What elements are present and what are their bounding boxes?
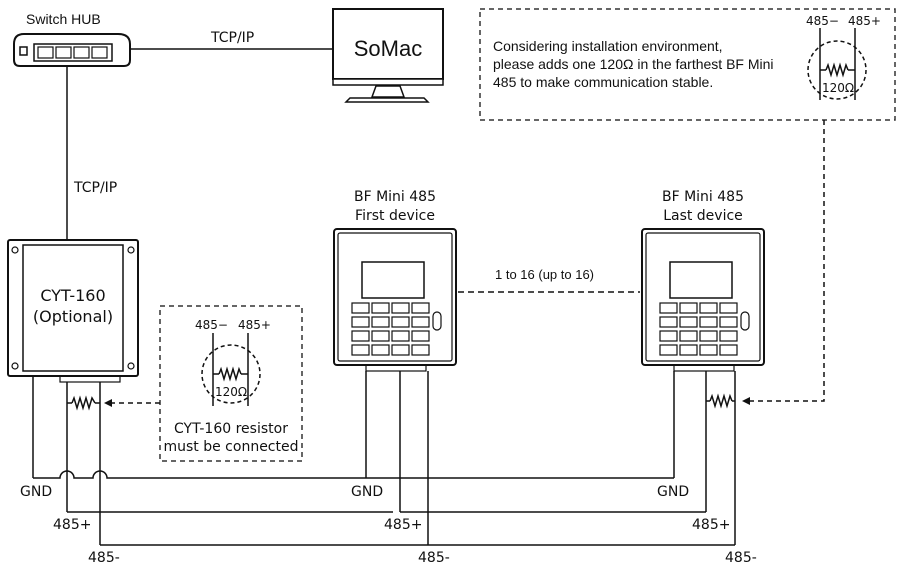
p485-label-left: 485+ bbox=[53, 517, 92, 533]
tcp-label-top: TCP/IP bbox=[211, 30, 255, 46]
cyt160-box bbox=[7, 239, 139, 383]
note-top-ohm: 120Ω bbox=[822, 81, 855, 95]
note-mid-ohm: 120Ω bbox=[215, 385, 248, 399]
note-top-text: Considering installation environment, pl… bbox=[493, 37, 808, 91]
device-last-label-line2: Last device bbox=[663, 208, 743, 224]
note-mid-line2: must be connected bbox=[163, 439, 299, 455]
note-top-line1: Considering installation environment, bbox=[493, 38, 723, 54]
arrow-right-resistor bbox=[742, 397, 750, 405]
m485-label-left: 485- bbox=[88, 550, 120, 566]
leader-top-note bbox=[748, 120, 825, 402]
note-mid-box bbox=[159, 305, 303, 462]
p485-label-right: 485+ bbox=[692, 517, 731, 533]
gnd-label-mid: GND bbox=[351, 484, 384, 500]
monitor-icon bbox=[332, 8, 444, 103]
bus-wiring bbox=[32, 371, 736, 546]
note-top-box bbox=[479, 8, 896, 121]
gnd-label-right: GND bbox=[657, 484, 690, 500]
device-first-label-line1: BF Mini 485 bbox=[353, 189, 436, 205]
device-last-label-line1: BF Mini 485 bbox=[661, 189, 744, 205]
tcp-label-left: TCP/IP bbox=[74, 180, 118, 196]
note-top-line3: 485 to make communication stable. bbox=[493, 74, 714, 90]
m485-label-right: 485- bbox=[725, 550, 757, 566]
note-mid-plus: 485+ bbox=[238, 318, 271, 332]
note-top-plus: 485+ bbox=[848, 14, 881, 28]
switch-hub-icon bbox=[13, 33, 131, 67]
resistor-detail-top bbox=[807, 28, 867, 100]
note-mid-minus: 485− bbox=[195, 318, 228, 332]
resistor-detail-mid bbox=[201, 333, 261, 406]
somac-label: SoMac bbox=[353, 36, 423, 61]
device-last bbox=[641, 228, 765, 372]
device-first bbox=[333, 228, 457, 372]
m485-label-mid: 485- bbox=[418, 550, 450, 566]
resistor-last-device bbox=[706, 393, 735, 409]
device-range-label: 1 to 16 (up to 16) bbox=[495, 267, 595, 282]
note-top-line2: please adds one 120Ω in the farthest BF … bbox=[493, 56, 774, 72]
p485-label-mid: 485+ bbox=[384, 517, 423, 533]
switch-hub-label: Switch HUB bbox=[26, 11, 101, 27]
note-mid-line1: CYT-160 resistor bbox=[174, 421, 288, 437]
arrow-left-resistor bbox=[104, 399, 112, 407]
cyt160-label-line2: (Optional) bbox=[32, 307, 114, 326]
note-top-minus: 485− bbox=[806, 14, 839, 28]
cyt160-label-line1: CYT-160 bbox=[40, 286, 106, 305]
gnd-label-left: GND bbox=[20, 484, 53, 500]
resistor-cyt160 bbox=[67, 395, 100, 411]
device-first-label-line2: First device bbox=[355, 208, 435, 224]
